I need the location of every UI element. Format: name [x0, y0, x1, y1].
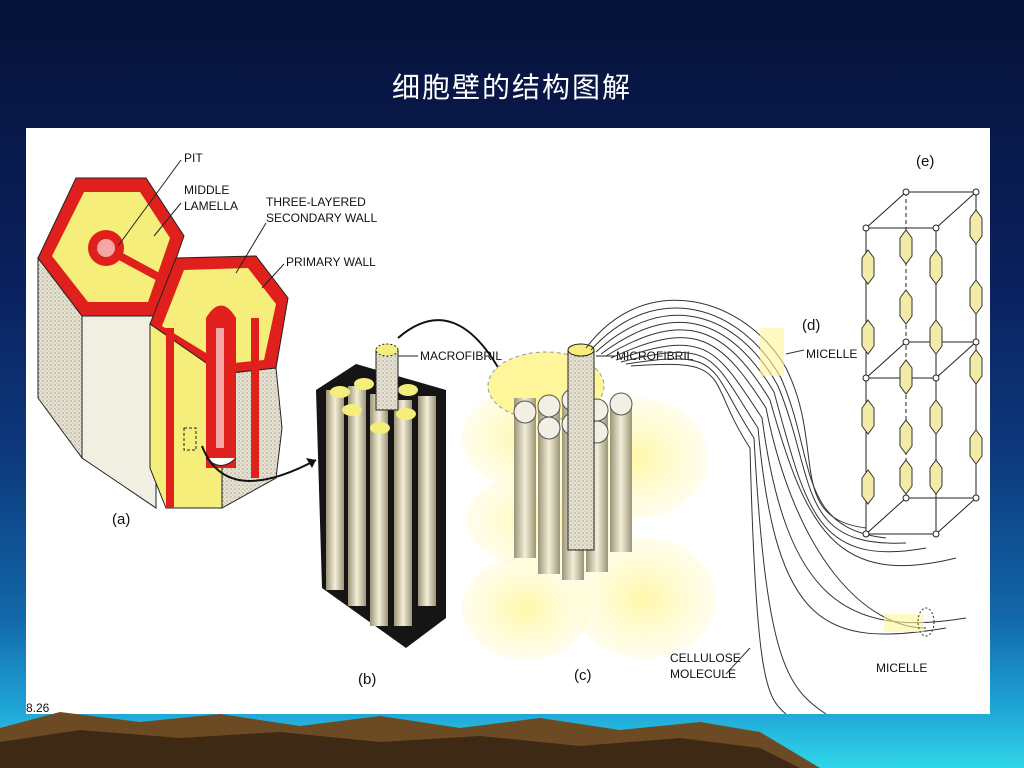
- label-macrofibril: MACROFIBRIL: [420, 349, 502, 363]
- cellulose-strands-d: [585, 299, 967, 714]
- microfibril-c: [462, 343, 716, 660]
- lattice-e: [861, 188, 983, 538]
- label-primary-wall: PRIMARY WALL: [286, 255, 376, 269]
- panel-tag-a: (a): [112, 511, 130, 528]
- label-three-layered-2: SECONDARY WALL: [266, 211, 377, 225]
- panel-tag-b: (b): [358, 671, 376, 688]
- figure-panel: PIT MIDDLE LAMELLA THREE-LAYERED SECONDA…: [26, 128, 990, 714]
- macrofibril-bundle-b: [316, 343, 446, 648]
- cell-block-a: [37, 159, 289, 509]
- panel-tag-c: (c): [574, 667, 592, 684]
- label-middle-lamella-1: MIDDLE: [184, 183, 229, 197]
- footer-terrain: [0, 712, 820, 768]
- figure-reference: 8.26: [26, 701, 50, 714]
- label-pit: PIT: [184, 151, 203, 165]
- label-micelle-top: MICELLE: [806, 347, 857, 361]
- cell-wall-diagram: PIT MIDDLE LAMELLA THREE-LAYERED SECONDA…: [26, 151, 983, 714]
- label-three-layered-1: THREE-LAYERED: [266, 195, 366, 209]
- arrow-a-to-b: [201, 445, 317, 482]
- label-cellulose-1: CELLULOSE: [670, 651, 741, 665]
- label-micelle-bottom: MICELLE: [876, 661, 927, 675]
- panel-tag-d: (d): [802, 317, 820, 334]
- label-cellulose-2: MOLECULE: [670, 667, 736, 681]
- slide-title: 细胞壁的结构图解: [391, 71, 632, 104]
- panel-tag-e: (e): [916, 153, 934, 170]
- label-middle-lamella-2: LAMELLA: [184, 199, 238, 213]
- arrow-b-to-c: [397, 319, 505, 379]
